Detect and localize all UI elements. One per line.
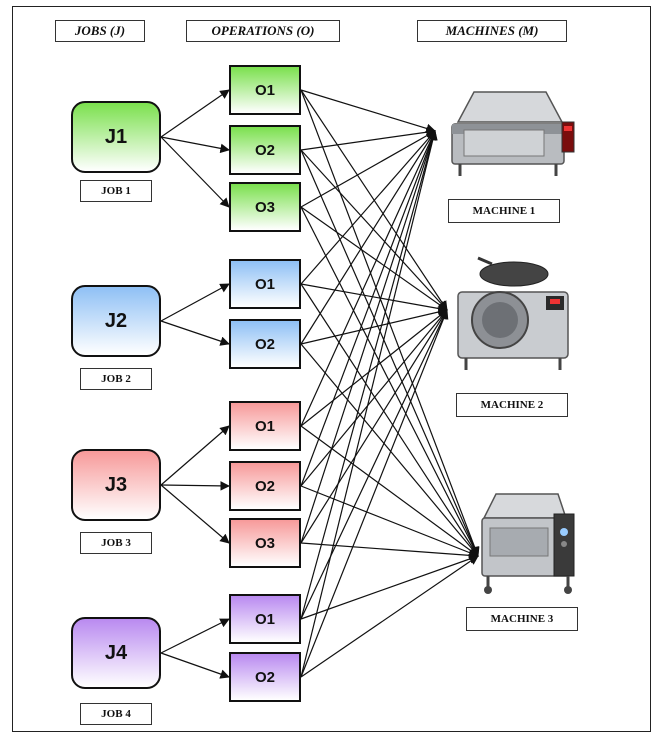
operation-machine-arrow — [300, 307, 448, 345]
operation-machine-arrow — [300, 309, 448, 620]
operation-node: O3 — [229, 182, 301, 232]
tilting-pan-icon — [451, 91, 575, 176]
operation-node: O1 — [229, 65, 301, 115]
operation-machine-arrow — [300, 542, 479, 561]
job-label-4: JOB 4 — [80, 703, 152, 725]
job-operation-arrow — [160, 652, 230, 679]
job-label-3: JOB 3 — [80, 532, 152, 554]
operation-node: O1 — [229, 401, 301, 451]
operation-node: O2 — [229, 125, 301, 175]
operation-machine-arrow — [300, 130, 436, 208]
machine-label-3: MACHINE 3 — [466, 607, 578, 631]
job-node-j4: J4 — [71, 617, 161, 689]
operation-machine-arrow — [300, 555, 479, 678]
operation-node: O1 — [229, 259, 301, 309]
job-operation-arrow — [160, 89, 230, 138]
operation-machine-arrow — [300, 130, 437, 544]
operation-node: O2 — [229, 652, 301, 702]
job-label-2: JOB 2 — [80, 368, 152, 390]
job-operation-arrow — [160, 136, 230, 154]
operation-machine-arrow — [300, 283, 448, 314]
operation-node: O1 — [229, 594, 301, 644]
job-operation-arrow — [160, 484, 230, 544]
operation-node: O3 — [229, 518, 301, 568]
machine-label-2: MACHINE 2 — [456, 393, 568, 417]
operation-node: O2 — [229, 319, 301, 369]
operation-machine-arrow — [300, 89, 436, 134]
job-operation-arrow — [160, 425, 230, 486]
operation-machine-arrow — [300, 130, 437, 487]
job-node-j3: J3 — [71, 449, 161, 521]
operation-machine-arrow — [300, 485, 479, 558]
operation-machine-arrow — [300, 309, 449, 678]
operation-machine-arrow — [300, 309, 448, 427]
job-operation-arrow — [160, 320, 230, 346]
operation-machine-arrow — [300, 127, 436, 151]
operation-machine-arrow — [300, 206, 479, 557]
machines-header: MACHINES (M) — [417, 20, 567, 42]
job-operation-arrow — [160, 481, 230, 491]
operation-machine-arrow — [300, 149, 448, 311]
job-operation-arrow — [160, 283, 230, 322]
machine-label-1: MACHINE 1 — [448, 199, 560, 223]
operation-machine-arrow — [300, 130, 438, 678]
braising-kettle-icon — [457, 256, 569, 370]
pressure-bratt-pan-icon — [481, 493, 575, 594]
job-node-j2: J2 — [71, 285, 161, 357]
job-operation-arrow — [160, 618, 230, 654]
job-operation-arrow — [160, 136, 230, 208]
jobs-header: JOBS (J) — [55, 20, 145, 42]
operation-machine-arrow — [300, 554, 479, 620]
operation-machine-arrow — [300, 425, 479, 557]
operation-machine-arrow — [300, 309, 448, 487]
operation-machine-arrow — [300, 130, 438, 620]
operation-machine-arrow — [300, 283, 479, 557]
diagram-frame — [12, 6, 651, 732]
operation-machine-arrow — [300, 343, 479, 557]
operation-machine-arrow — [300, 206, 448, 311]
job-node-j1: J1 — [71, 101, 161, 173]
operation-machine-arrow — [300, 309, 448, 544]
operation-machine-arrow — [300, 149, 479, 557]
operation-machine-arrow — [300, 130, 436, 427]
job-label-1: JOB 1 — [80, 180, 152, 202]
operation-machine-arrow — [300, 130, 436, 345]
operation-node: O2 — [229, 461, 301, 511]
operations-header: OPERATIONS (O) — [186, 20, 340, 42]
operation-machine-arrow — [300, 130, 436, 285]
